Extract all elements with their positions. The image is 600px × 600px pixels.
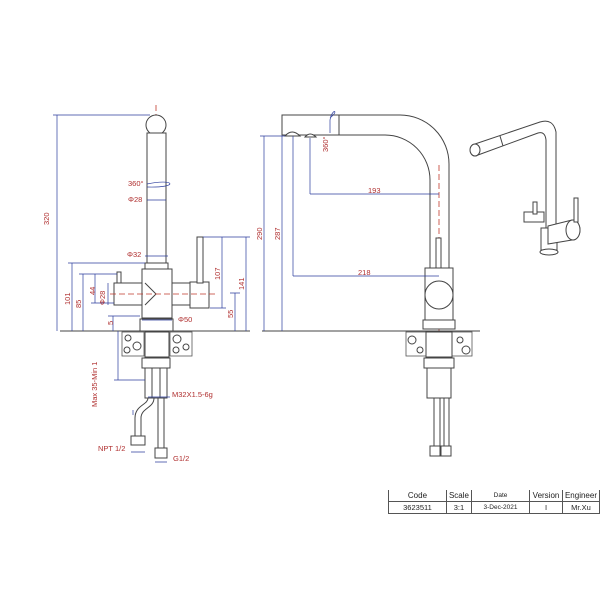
- dim-141: 141: [237, 277, 246, 290]
- side-view: 290 287 193 218 360°: [255, 111, 480, 457]
- dim-44: 44: [88, 287, 97, 295]
- dim-spout-rotation: 360°: [321, 136, 330, 152]
- header-version: Version: [529, 490, 563, 502]
- dim-reach-193: 193: [368, 186, 381, 195]
- dim-290: 290: [255, 227, 264, 240]
- dim-height-320: 320: [42, 212, 51, 225]
- dim-column-diameter: Φ32: [127, 250, 141, 259]
- header-engineer: Engineer: [561, 490, 600, 502]
- header-code: Code: [388, 490, 447, 502]
- dim-deck-thickness: Max 35-Min 1: [90, 362, 99, 407]
- dim-5: 5: [106, 321, 115, 325]
- header-date: Date: [470, 490, 531, 502]
- value-code: 3623511: [388, 501, 447, 514]
- isometric-view: [469, 120, 581, 256]
- dim-thread: M32X1.5-6g: [172, 390, 213, 399]
- dim-rotation: 360°: [128, 179, 144, 188]
- dim-reach-218: 218: [358, 268, 371, 277]
- value-engineer: Mr.Xu: [561, 501, 600, 514]
- dim-287: 287: [273, 227, 282, 240]
- dim-55: 55: [226, 310, 235, 318]
- header-scale: Scale: [445, 490, 472, 502]
- value-date: 3-Dec-2021: [470, 501, 531, 514]
- dim-g: G1/2: [173, 454, 189, 463]
- dim-base-diameter: Φ50: [178, 315, 192, 324]
- value-scale: 3:1: [445, 501, 472, 514]
- dim-107: 107: [213, 267, 222, 280]
- title-block: Code Scale Date Version Engineer 3623511…: [388, 490, 600, 514]
- dim-85: 85: [74, 300, 83, 308]
- dim-spout-diameter: Φ28: [128, 195, 142, 204]
- front-view: 320 360° Φ28 Φ32 101 85 44 Φ28 5 Φ50 107…: [42, 105, 250, 463]
- dim-101: 101: [63, 292, 72, 305]
- dim-handle-diameter: Φ28: [98, 291, 107, 305]
- value-version: I: [529, 501, 563, 514]
- dim-npt: NPT 1/2: [98, 444, 125, 453]
